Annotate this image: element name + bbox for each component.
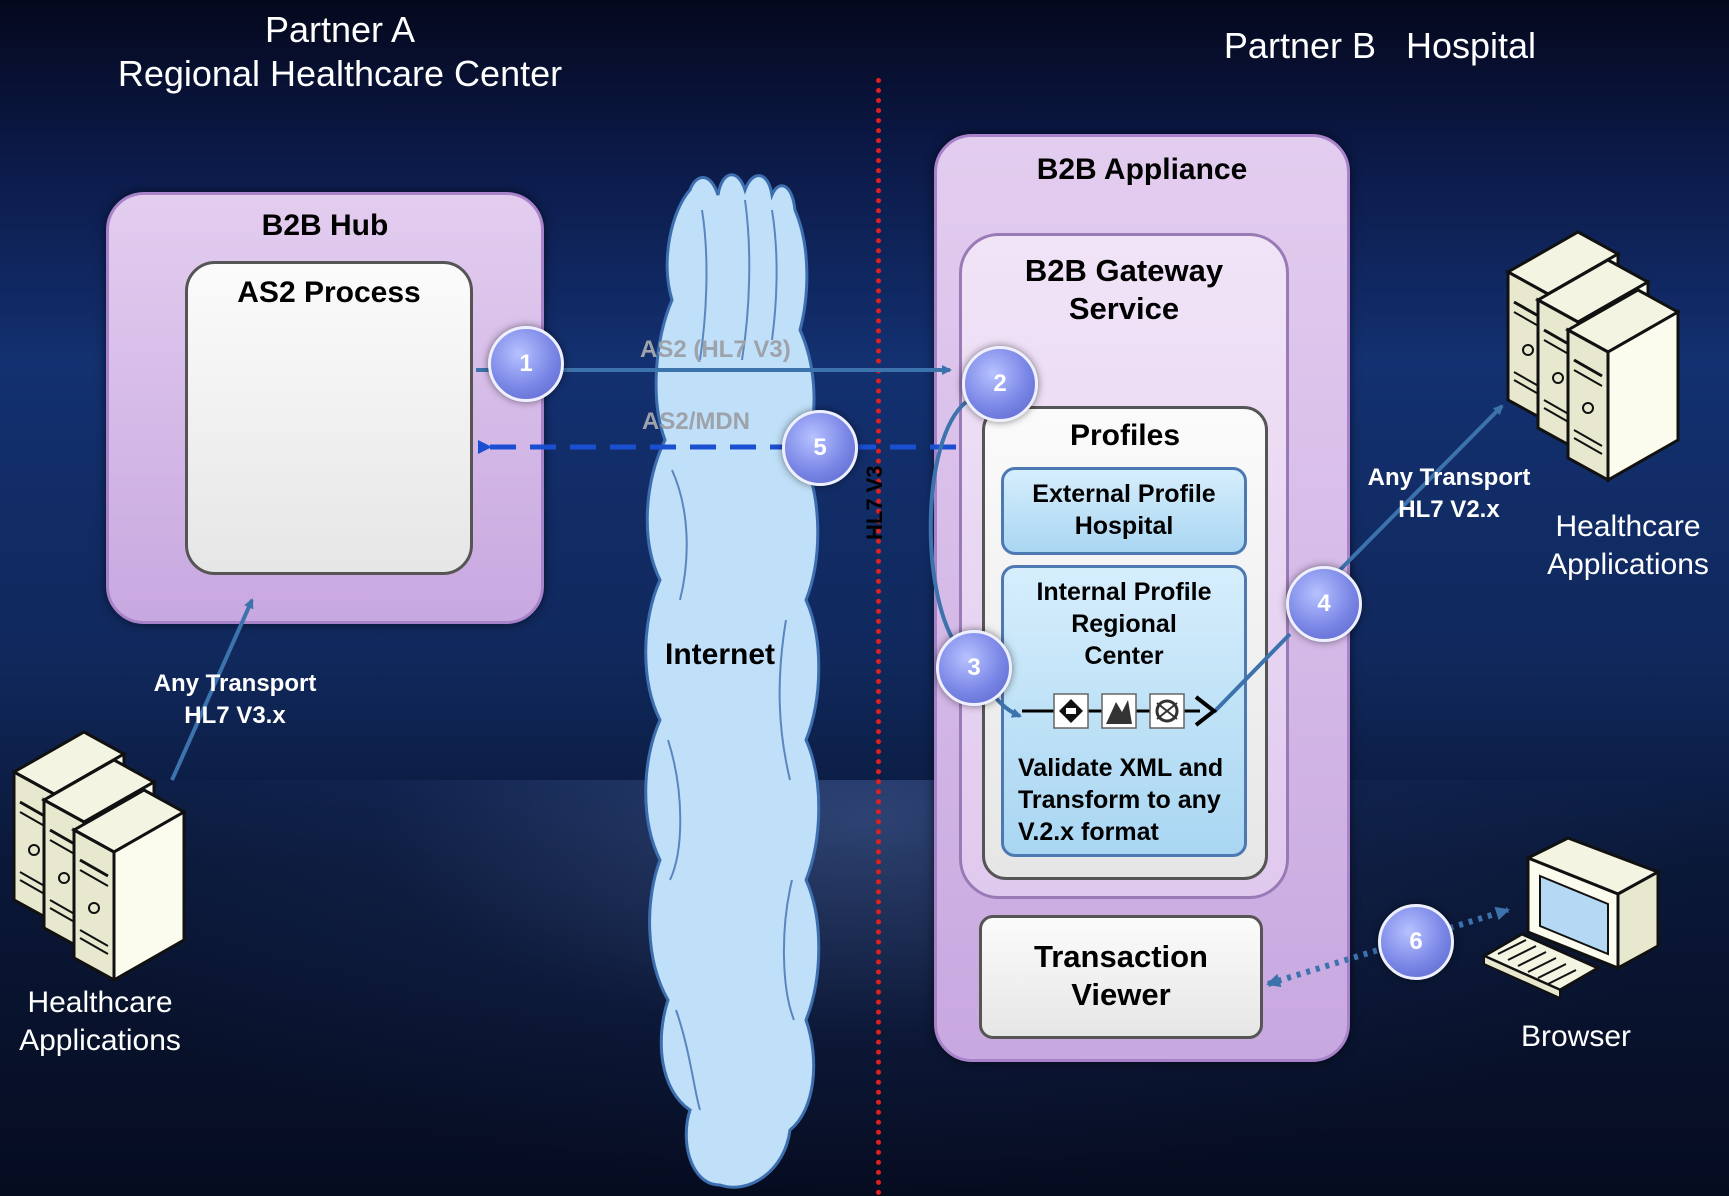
validate-line1: Validate XML and bbox=[1018, 754, 1224, 782]
internal-line2: Regional bbox=[1071, 610, 1177, 638]
validate-line3: V.2.x format bbox=[1018, 818, 1159, 846]
pipeline-icons bbox=[1053, 693, 1185, 729]
left-server-stack bbox=[12, 730, 186, 982]
external-profile-text: External Profile Hospital bbox=[1004, 478, 1244, 542]
browser-viewer-arrow bbox=[1266, 906, 1510, 988]
pipeline-end-chevron bbox=[1194, 695, 1218, 727]
as2-process-title: AS2 Process bbox=[237, 276, 421, 309]
step-6-badge[interactable]: 6 bbox=[1378, 904, 1454, 980]
right-servers-line1: Healthcare bbox=[1555, 510, 1701, 543]
b2b-appliance-title: B2B Appliance bbox=[1036, 153, 1248, 186]
viewer-line2: Viewer bbox=[1071, 977, 1171, 1012]
left-transport-label: Any Transport HL7 V3.x bbox=[120, 668, 350, 732]
hl7v3-curve bbox=[928, 400, 968, 652]
step-1-badge[interactable]: 1 bbox=[488, 326, 564, 402]
partner-b-heading: Partner B Hospital bbox=[1223, 25, 1537, 66]
step-3-badge[interactable]: 3 bbox=[936, 630, 1012, 706]
internal-line1: Internal Profile bbox=[1036, 578, 1212, 606]
b2b-hub-title: B2B Hub bbox=[261, 209, 389, 242]
right-servers-label: Healthcare Applications bbox=[1528, 508, 1728, 584]
floor-glow bbox=[0, 780, 1729, 1196]
as2-process-box[interactable]: AS2 Process bbox=[185, 261, 473, 575]
as2-hl7v3-label: AS2 (HL7 V3) bbox=[640, 336, 791, 363]
partner-divider bbox=[876, 78, 881, 1196]
partner-a-heading: Partner A Regional Healthcare Center bbox=[60, 8, 620, 96]
browser-label: Browser bbox=[1520, 1020, 1632, 1053]
partner-a-line1: Partner A bbox=[264, 9, 416, 50]
right-servers-line2: Applications bbox=[1547, 548, 1709, 581]
gateway-line2: Service bbox=[1068, 291, 1180, 326]
step-4-badge[interactable]: 4 bbox=[1286, 566, 1362, 642]
right-transport-line1: Any Transport bbox=[1367, 464, 1531, 491]
left-transport-line2: HL7 V3.x bbox=[184, 702, 286, 729]
step-5-badge[interactable]: 5 bbox=[782, 410, 858, 486]
internet-label: Internet bbox=[664, 638, 775, 671]
cloud-shape bbox=[644, 173, 821, 1189]
transaction-viewer-text: Transaction Viewer bbox=[982, 938, 1260, 1014]
external-line2: Hospital bbox=[1074, 512, 1174, 540]
as2-mdn-label: AS2/MDN bbox=[642, 408, 751, 435]
validate-line2: Transform to any bbox=[1018, 786, 1221, 814]
transaction-viewer[interactable]: Transaction Viewer bbox=[979, 915, 1263, 1039]
validate-text: Validate XML and Transform to any V.2.x … bbox=[1018, 752, 1248, 848]
left-servers-label: Healthcare Applications bbox=[0, 984, 200, 1060]
gateway-line1: B2B Gateway bbox=[1024, 253, 1224, 288]
profiles-title: Profiles bbox=[1069, 419, 1181, 452]
left-transport-line1: Any Transport bbox=[153, 670, 317, 697]
left-servers-line2: Applications bbox=[19, 1024, 181, 1057]
step-2-badge[interactable]: 2 bbox=[962, 346, 1038, 422]
viewer-line1: Transaction bbox=[1034, 939, 1208, 974]
b2b-hub: B2B Hub AS2 Process bbox=[106, 192, 544, 624]
partner-a-line2: Regional Healthcare Center bbox=[117, 53, 563, 94]
gateway-title: B2B Gateway Service bbox=[962, 252, 1286, 328]
internal-profile-text: Internal Profile Regional Center bbox=[1004, 576, 1244, 672]
right-server-stack bbox=[1506, 230, 1680, 482]
left-servers-to-hub-arrow bbox=[170, 598, 254, 781]
to-right-servers-arrow bbox=[1328, 404, 1504, 582]
right-transport-line2: HL7 V2.x bbox=[1398, 496, 1500, 523]
right-transport-label: Any Transport HL7 V2.x bbox=[1334, 462, 1564, 526]
pipeline-to-4 bbox=[1212, 632, 1292, 714]
internal-line3: Center bbox=[1084, 642, 1164, 670]
external-line1: External Profile bbox=[1032, 480, 1216, 508]
left-servers-line1: Healthcare bbox=[27, 986, 173, 1019]
browser-computer-icon bbox=[1480, 836, 1662, 1000]
external-profile-box[interactable]: External Profile Hospital bbox=[1001, 467, 1247, 555]
